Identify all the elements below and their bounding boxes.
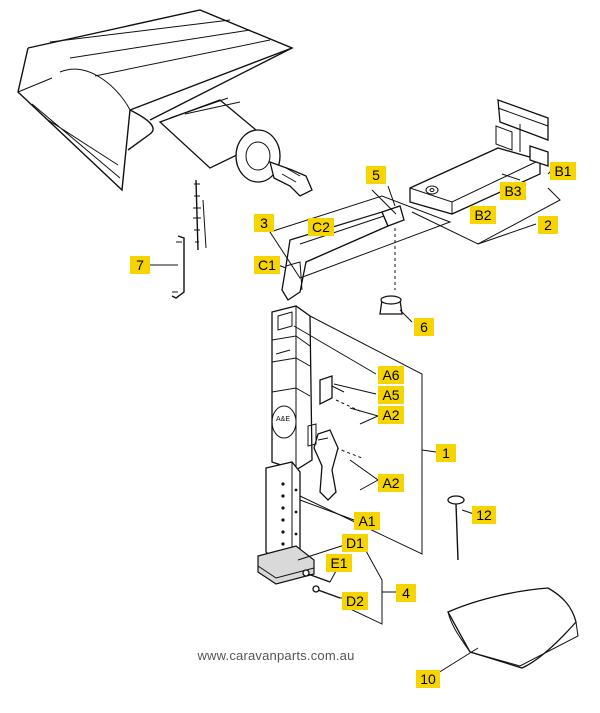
part-7-hook <box>150 235 185 299</box>
small-hardware <box>193 179 207 251</box>
callout-c2: C2 <box>308 218 334 236</box>
callout-a1: A1 <box>354 512 380 530</box>
callout-a2-lower: A2 <box>378 474 404 492</box>
callout-3: 3 <box>254 214 274 232</box>
part-2-bracket <box>409 99 561 245</box>
part-3-arm <box>269 195 452 301</box>
part-1-leg <box>257 305 423 599</box>
callout-2: 2 <box>538 216 558 234</box>
callout-a2-upper: A2 <box>378 406 404 424</box>
part-10-bag <box>447 587 579 669</box>
callout-c1: C1 <box>254 256 280 274</box>
part-4-bracket <box>297 539 383 625</box>
callout-4: 4 <box>396 584 416 602</box>
part-12-pin <box>447 495 465 561</box>
leg-medallion: A&E <box>276 416 291 423</box>
callout-e1: E1 <box>326 554 352 572</box>
callout-1: 1 <box>436 444 456 462</box>
callout-a5: A5 <box>378 386 404 404</box>
callout-a6: A6 <box>378 366 404 384</box>
callout-b2: B2 <box>470 206 496 224</box>
callout-7: 7 <box>130 256 150 274</box>
callout-5: 5 <box>366 166 386 184</box>
callout-12: 12 <box>472 506 496 524</box>
awning-roll <box>17 9 313 197</box>
leader-lines <box>293 169 553 679</box>
callout-b1: B1 <box>550 162 576 180</box>
callout-d1: D1 <box>342 534 368 552</box>
callout-6: 6 <box>414 318 434 336</box>
callout-10: 10 <box>416 670 440 688</box>
part-5-6-plug <box>379 185 413 323</box>
website-watermark: www.caravanparts.com.au <box>197 648 355 663</box>
callout-b3: B3 <box>500 182 526 200</box>
callout-d2: D2 <box>342 592 368 610</box>
